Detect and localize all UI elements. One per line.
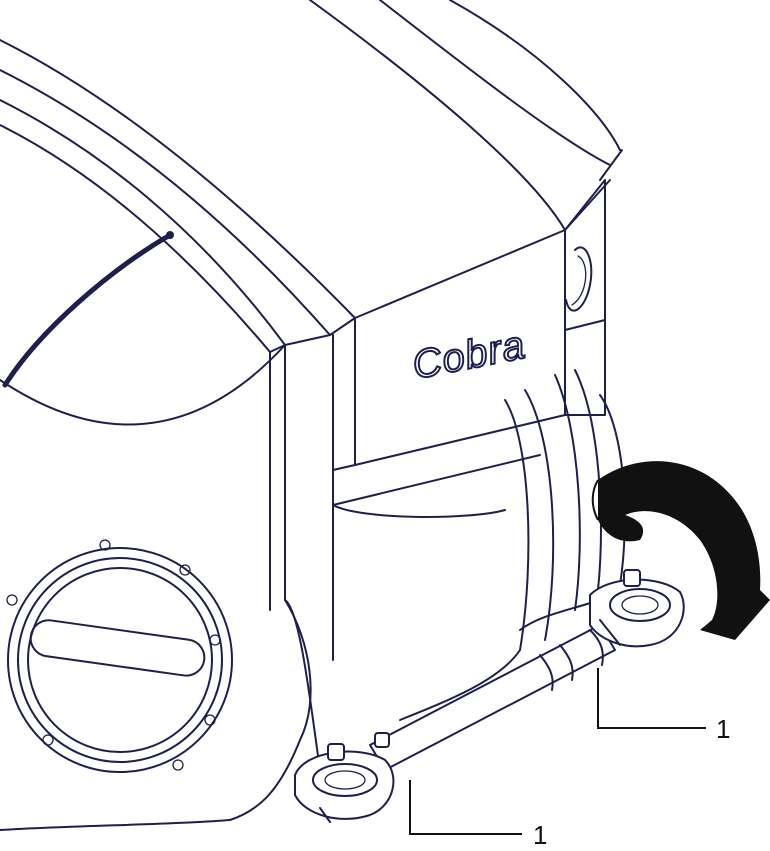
- right-foot: [589, 569, 685, 648]
- front-panel: [332, 179, 606, 471]
- hood-cable: [2, 232, 173, 388]
- drum-body: [284, 369, 626, 771]
- axle-bar: [369, 599, 616, 771]
- leader-line-bottom: [409, 780, 522, 835]
- left-foot: [294, 732, 395, 823]
- hood: [0, 0, 623, 353]
- callout-label-bottom: 1: [533, 820, 548, 850]
- curved-arrow-icon: [591, 461, 770, 640]
- porthole: [6, 539, 233, 773]
- callout-label-right: 1: [716, 714, 731, 744]
- brand-logo-text: Cobra: [408, 322, 530, 389]
- side-body: [0, 344, 312, 831]
- leader-line-right: [597, 668, 706, 729]
